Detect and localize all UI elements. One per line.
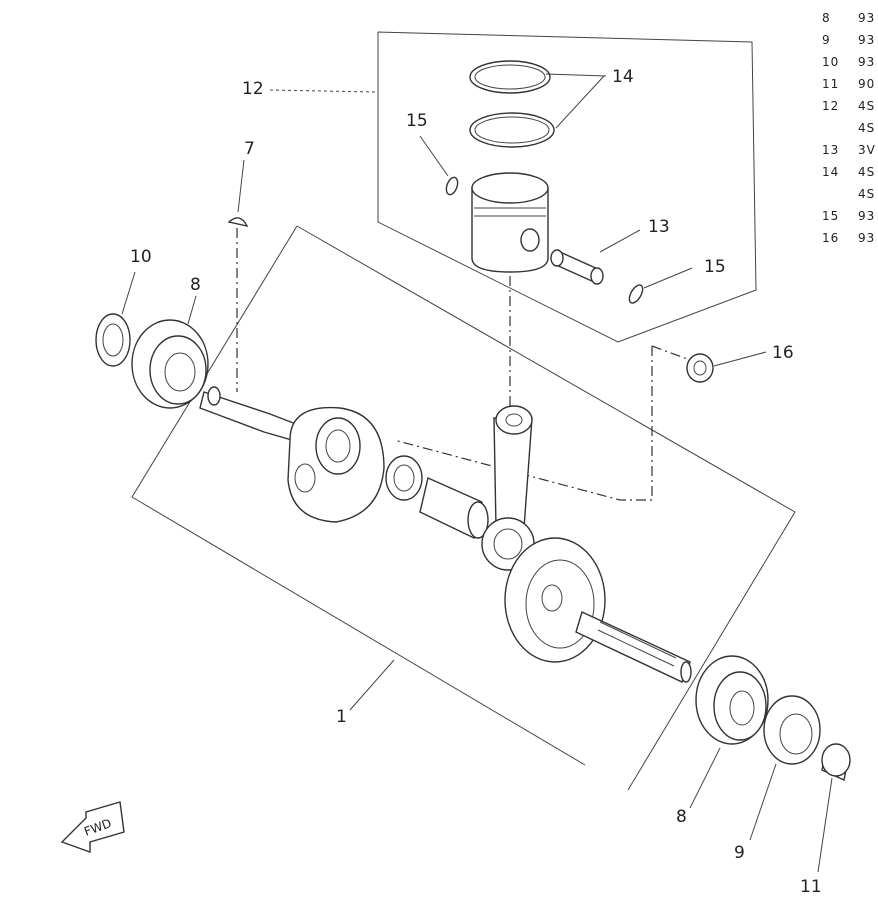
piston-pin-clip-right: [628, 284, 644, 304]
svg-text:14: 14: [822, 165, 839, 179]
parts-list-row: 4S: [858, 121, 875, 135]
parts-list-row: 13 3V: [822, 143, 876, 157]
parts-list: 8 93 9 93 10 93 11 90 12 4S 4S 13 3V 14 4S 4S 1…: [822, 11, 876, 245]
parts-list-row: 12 4S: [822, 99, 875, 113]
svg-text:11: 11: [822, 77, 839, 91]
svg-text:93: 93: [858, 55, 875, 69]
svg-text:93: 93: [858, 33, 875, 47]
callout-15-upper: 15: [406, 111, 428, 131]
svg-text:8: 8: [822, 11, 831, 25]
crankshaft-assembly-frame: [131, 225, 796, 791]
callout-8-right: 8: [676, 807, 687, 827]
callout-7: 7: [244, 139, 255, 159]
bearing-right: [695, 655, 769, 745]
svg-text:93: 93: [858, 231, 875, 245]
svg-text:4S: 4S: [858, 99, 875, 113]
svg-text:93: 93: [858, 11, 875, 25]
callout-16: 16: [772, 343, 794, 363]
svg-text:4S: 4S: [858, 121, 875, 135]
svg-text:12: 12: [822, 99, 839, 113]
forward-direction-arrow: FWD: [60, 801, 125, 853]
parts-list-row: 10 93: [822, 55, 875, 69]
bearing-left: [131, 319, 209, 409]
svg-text:90: 90: [858, 77, 875, 91]
parts-list-row: 9 93: [822, 33, 875, 47]
callout-15-lower: 15: [704, 257, 726, 277]
svg-text:93: 93: [858, 209, 875, 223]
parts-list-row: 4S: [858, 187, 875, 201]
piston-assembly-frame: [377, 31, 757, 343]
parts-list-row: 11 90: [822, 77, 875, 91]
small-end-bearing: [686, 353, 714, 383]
svg-text:9: 9: [822, 33, 831, 47]
collar: [821, 743, 851, 782]
crank-web-left: [199, 386, 385, 523]
callout-9: 9: [734, 843, 745, 863]
big-end-needle-bearing: [385, 455, 423, 501]
piston-ring-lower: [469, 112, 555, 148]
callout-14: 14: [612, 67, 634, 87]
oil-seal-left: [95, 313, 131, 367]
leader-lines: [121, 73, 833, 873]
callout-12: 12: [242, 79, 264, 99]
callout-8-left: 8: [190, 275, 201, 295]
callout-10: 10: [130, 247, 152, 267]
svg-text:4S: 4S: [858, 187, 875, 201]
svg-text:16: 16: [822, 231, 839, 245]
parts-list-row: 8 93: [822, 11, 875, 25]
callout-1: 1: [336, 707, 347, 727]
oil-seal-right: [763, 695, 821, 765]
connecting-rod: [481, 405, 535, 571]
piston-ring-upper: [469, 60, 551, 94]
parts-list-row: 14 4S: [822, 165, 875, 179]
svg-text:15: 15: [822, 209, 839, 223]
woodruff-key: [227, 217, 249, 228]
piston: [471, 172, 549, 273]
crank-pin: [419, 477, 489, 540]
piston-pin-clip-left: [445, 176, 459, 196]
svg-text:3V: 3V: [858, 143, 876, 157]
svg-text:13: 13: [822, 143, 839, 157]
callout-13: 13: [648, 217, 670, 237]
svg-text:4S: 4S: [858, 165, 875, 179]
callouts: 12 14 15 13 15 7 10 8 16 1 8 9 11: [130, 67, 822, 897]
svg-text:10: 10: [822, 55, 839, 69]
crank-web-right: [504, 537, 692, 683]
callout-11: 11: [800, 877, 822, 897]
piston-pin: [550, 249, 604, 285]
